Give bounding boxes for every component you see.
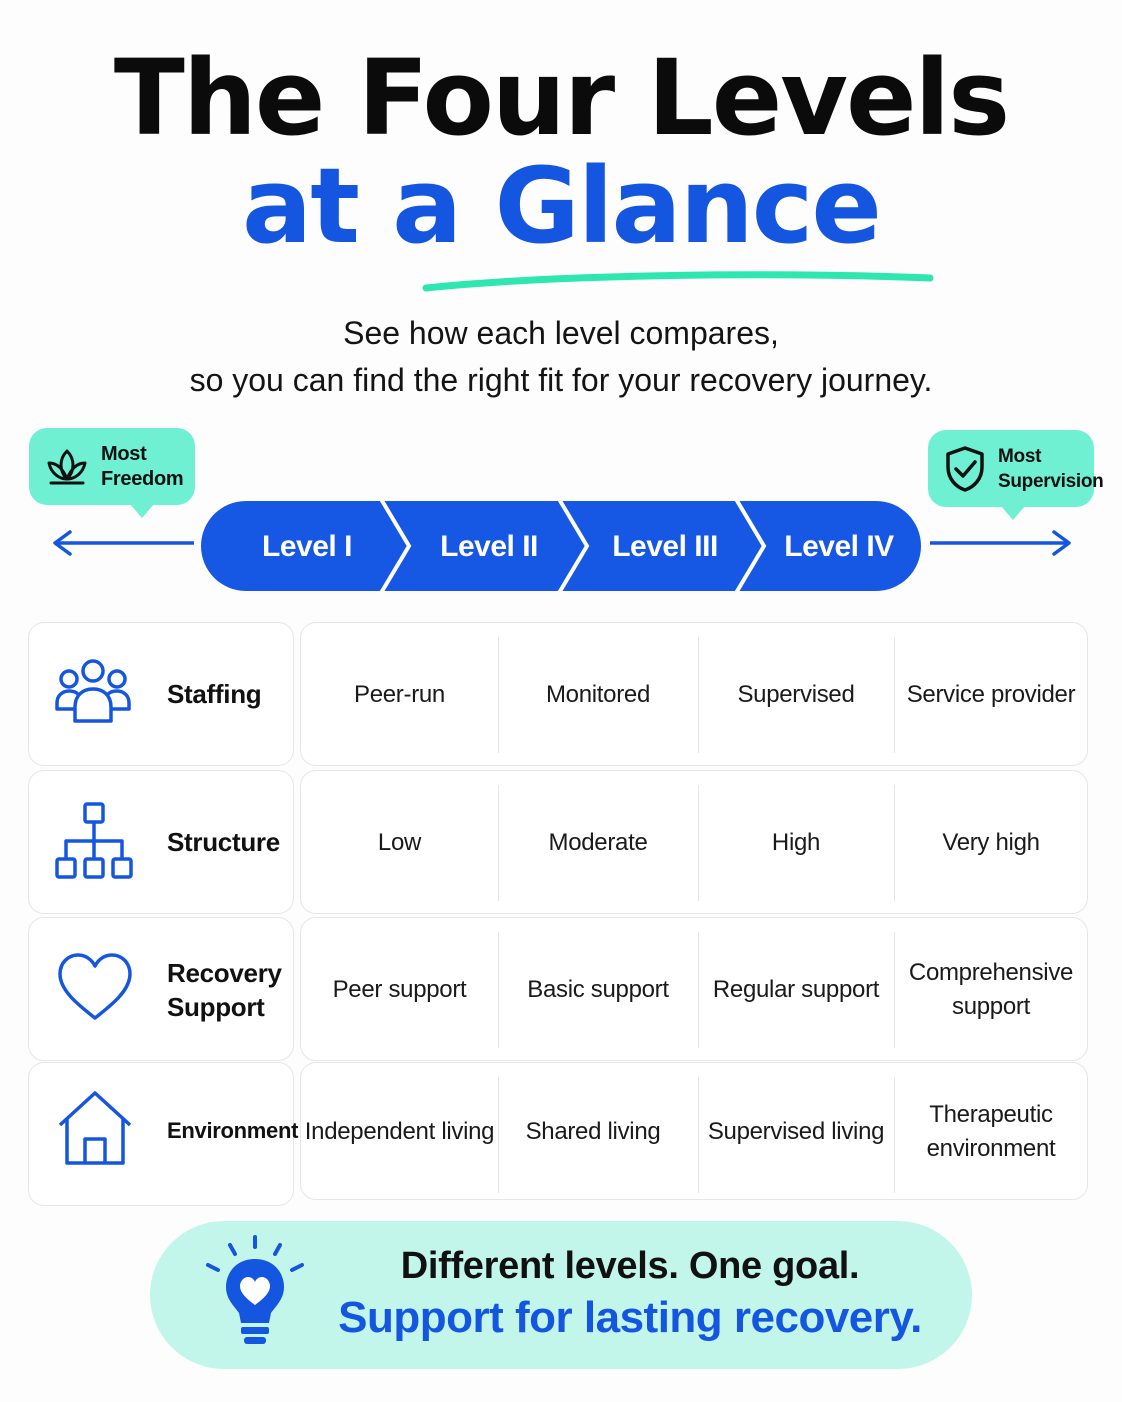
chevron-separator (379, 501, 412, 591)
most-supervision-line2: Supervision (998, 470, 1104, 492)
row-label-recovery-support: Recovery Support (28, 917, 294, 1061)
row-label-text: Environment (167, 1118, 299, 1143)
lotus-icon (47, 449, 87, 484)
level-1-label: Level I (262, 530, 352, 563)
table-cell: Independent living (304, 1118, 495, 1145)
row-values-environment: Independent living Shared living Supervi… (300, 1062, 1088, 1200)
most-freedom-bubble: Most Freedom (29, 428, 195, 518)
row-label-structure: Structure (28, 770, 294, 914)
level-2-label: Level II (440, 530, 538, 563)
table-cell: High (771, 829, 821, 856)
most-freedom-line1: Most (101, 442, 147, 465)
table-cell: Peer support (332, 976, 467, 1003)
subtitle-line2: so you can find the right fit for your r… (189, 362, 933, 398)
hierarchy-icon (55, 802, 133, 879)
table-cell: Supervised living (707, 1118, 885, 1145)
table-cell: Therapeutic environment (926, 1101, 1056, 1162)
table-cell: Basic support (527, 976, 669, 1003)
table-cell: Moderate (548, 829, 648, 856)
row-label-text: Staffing (167, 679, 262, 709)
most-freedom-line2: Freedom (101, 467, 184, 490)
table-cell: Peer-run (354, 681, 445, 708)
table-cell: Low (377, 829, 422, 856)
row-label-text: Recovery Support (167, 958, 282, 1022)
row-values-recovery-support: Peer support Basic support Regular suppo… (300, 917, 1088, 1061)
level-progression-bar: Level I Level II Level III Level IV (201, 501, 921, 591)
most-supervision-line1: Most (998, 445, 1042, 467)
footer-line1: Different levels. One goal. (400, 1245, 860, 1287)
footer-line2: Support for lasting recovery. (338, 1293, 922, 1342)
table-cell: Shared living (525, 1118, 661, 1145)
table-cell: Regular support (712, 976, 880, 1003)
row-values-structure: Low Moderate High Very high (300, 770, 1088, 914)
level-3-label: Level III (612, 530, 718, 563)
people-icon (55, 659, 131, 723)
heart-icon (58, 953, 132, 1020)
title-underline (422, 271, 934, 292)
lightbulb-heart-icon (206, 1235, 304, 1344)
table-cell: Comprehensive support (908, 959, 1074, 1020)
right-arrow-icon (930, 530, 1071, 556)
row-label-text: Structure (167, 827, 280, 857)
table-cell: Monitored (545, 681, 651, 708)
footer-banner: Different levels. One goal. Support for … (150, 1221, 972, 1369)
left-arrow-icon (53, 530, 194, 556)
table-cell: Supervised (737, 681, 855, 708)
chevron-separator (734, 501, 767, 591)
page-title-line1: The Four Levels (113, 37, 1010, 159)
table-cell: Service provider (906, 681, 1076, 708)
row-label-staffing: Staffing (28, 622, 294, 766)
page-title-line2: at a Glance (242, 145, 882, 267)
house-icon (58, 1091, 132, 1165)
row-label-environment: Environment (28, 1062, 298, 1206)
most-supervision-bubble: Most Supervision (928, 430, 1104, 520)
level-4-label: Level IV (784, 530, 894, 563)
row-values-staffing: Peer-run Monitored Supervised Service pr… (300, 622, 1088, 766)
table-cell: Very high (942, 829, 1040, 856)
subtitle-line1: See how each level compares, (343, 315, 779, 351)
chevron-separator (557, 501, 590, 591)
shield-check-icon (946, 445, 984, 492)
